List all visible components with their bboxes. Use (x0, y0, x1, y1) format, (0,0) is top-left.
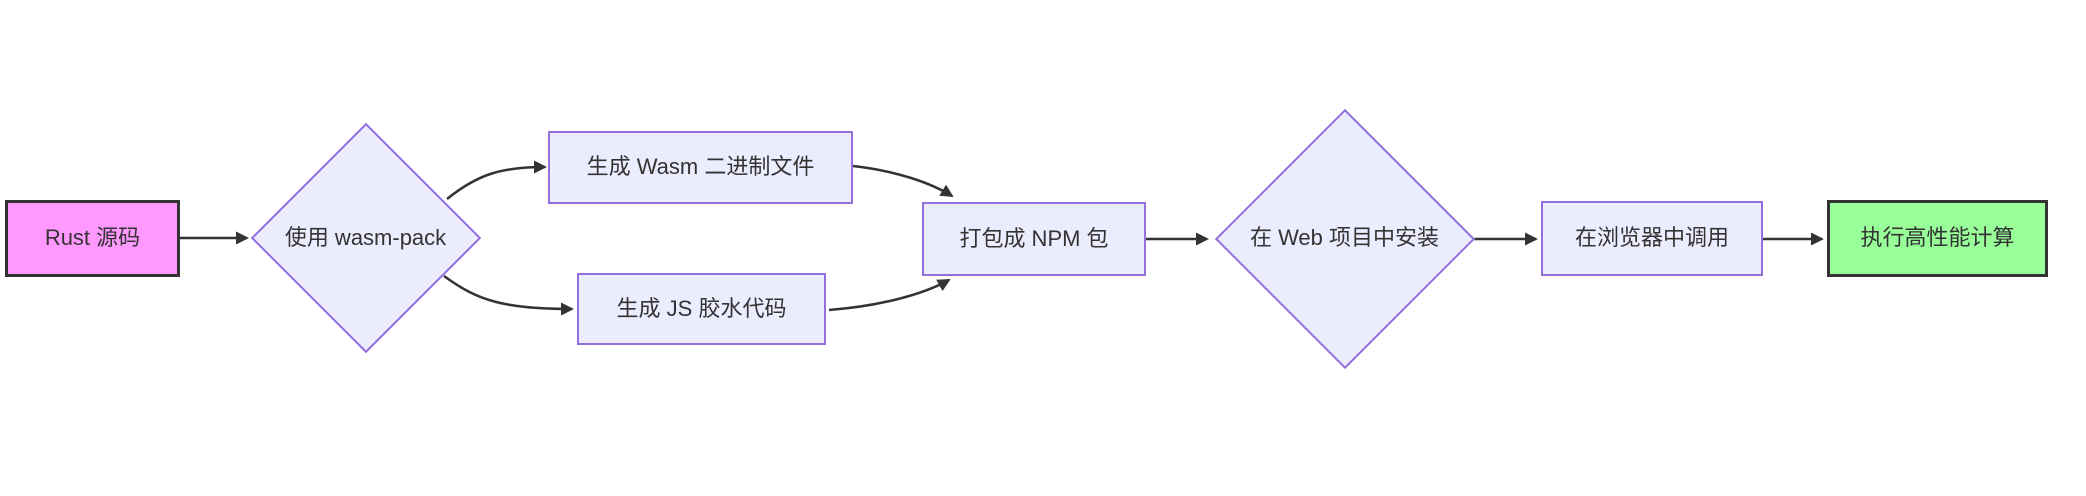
node-run-hpc-label: 执行高性能计算 (1860, 225, 2015, 251)
node-gen-wasm-binary-label: 生成 Wasm 二进制文件 (586, 154, 815, 180)
node-use-wasm-pack-label: 使用 wasm-pack (284, 224, 447, 250)
edge-js-glue-to-npm (828, 278, 951, 312)
edge-group (180, 160, 1824, 316)
node-gen-js-glue: 生成 JS 胶水代码 (577, 273, 826, 345)
node-rust-source: Rust 源码 (5, 200, 180, 277)
node-rust-source-label: Rust 源码 (44, 225, 141, 251)
node-pack-npm-label: 打包成 NPM 包 (959, 225, 1109, 251)
node-install-web: 在 Web 项目中安装 (1214, 108, 1475, 369)
node-call-browser-label: 在浏览器中调用 (1574, 225, 1729, 251)
edge-wasmpack-to-js-glue (443, 274, 574, 316)
node-pack-npm: 打包成 NPM 包 (922, 202, 1146, 276)
node-call-browser: 在浏览器中调用 (1541, 201, 1763, 276)
edge-wasm-binary-to-npm (852, 164, 954, 198)
edge-wasmpack-to-wasm-binary (446, 160, 547, 200)
node-install-web-label: 在 Web 项目中安装 (1249, 225, 1440, 251)
node-run-hpc: 执行高性能计算 (1827, 200, 2048, 277)
node-gen-wasm-binary: 生成 Wasm 二进制文件 (548, 131, 853, 204)
node-gen-js-glue-label: 生成 JS 胶水代码 (616, 295, 787, 321)
node-use-wasm-pack: 使用 wasm-pack (250, 122, 481, 354)
